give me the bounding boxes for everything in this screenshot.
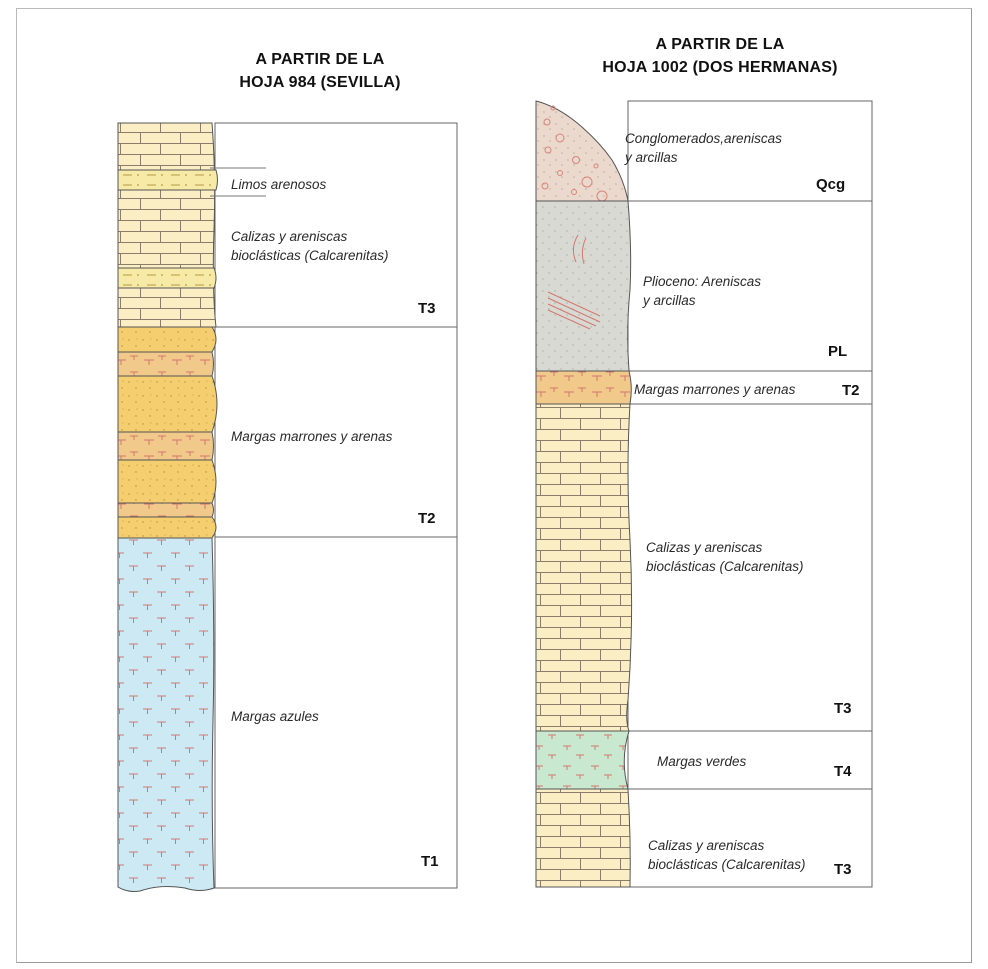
layer-marl-brown bbox=[536, 371, 631, 404]
layer-marl-green bbox=[536, 731, 629, 789]
layer-marl-brown-6 bbox=[118, 503, 214, 517]
label-margas-verdes: Margas verdes bbox=[657, 754, 747, 769]
layer-marl-brown-1 bbox=[118, 327, 216, 352]
code-t3-upper: T3 bbox=[834, 700, 852, 717]
code-t2: T2 bbox=[418, 510, 436, 527]
layer-calcarenite-lower bbox=[536, 789, 630, 887]
layer-silt-1 bbox=[118, 170, 218, 190]
layer-marl-brown-7 bbox=[118, 517, 216, 538]
code-qcg: Qcg bbox=[816, 176, 845, 193]
code-t1: T1 bbox=[421, 853, 439, 870]
label-margas-marrones-2: Margas marrones y arenas bbox=[634, 382, 796, 397]
layer-pliocene bbox=[536, 201, 631, 371]
layer-silt-2 bbox=[118, 268, 216, 288]
code-t3: T3 bbox=[418, 300, 436, 317]
layer-marl-brown-2 bbox=[118, 352, 214, 376]
layer-marl-brown-3 bbox=[118, 376, 217, 432]
layer-calcarenite-upper bbox=[536, 404, 632, 731]
layer-marl-brown-5 bbox=[118, 460, 216, 503]
label-margas-marrones-1: Margas marrones y arenas bbox=[231, 429, 393, 444]
code-t2: T2 bbox=[842, 382, 860, 399]
code-pl: PL bbox=[828, 343, 847, 360]
layer-calcarenite bbox=[118, 123, 216, 327]
layer-marl-brown-4 bbox=[118, 432, 214, 460]
label-limos-arenosos: Limos arenosos bbox=[231, 177, 327, 192]
layer-marl-blue bbox=[118, 538, 214, 892]
code-t3-lower: T3 bbox=[834, 861, 852, 878]
label-margas-azules: Margas azules bbox=[231, 709, 319, 724]
layer-conglomerate bbox=[536, 101, 628, 201]
unit-box-t3 bbox=[215, 123, 457, 327]
code-t4: T4 bbox=[834, 763, 852, 780]
